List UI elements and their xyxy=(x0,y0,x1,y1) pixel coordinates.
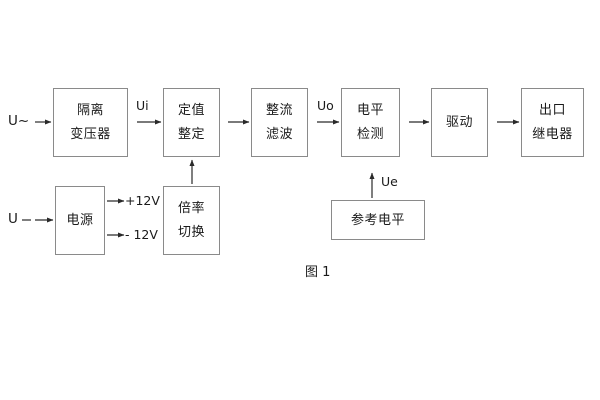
label-negative-12v: - 12V xyxy=(125,227,158,242)
label-ue: Ue xyxy=(381,174,398,189)
block-isolation-transformer: 隔离 变压器 xyxy=(53,88,128,157)
label-input-ac: U~ xyxy=(8,113,30,129)
block-power-supply: 电源 xyxy=(55,186,105,255)
block-output-relay: 出口 继电器 xyxy=(521,88,584,157)
block-ratio-switch: 倍率 切换 xyxy=(163,186,220,255)
block-label-line: 隔离 xyxy=(76,103,104,118)
block-reference-level: 参考电平 xyxy=(331,200,425,240)
block-label-line: 定值 xyxy=(177,103,205,118)
block-label-line: 切换 xyxy=(177,225,205,240)
block-label-line: 整流 xyxy=(265,103,293,118)
block-label-line: 整定 xyxy=(177,127,205,142)
block-level-detect: 电平 检测 xyxy=(341,88,400,157)
block-label-line: 检测 xyxy=(356,127,384,142)
label-positive-12v: +12V xyxy=(125,193,160,208)
block-label-line: 电平 xyxy=(356,103,384,118)
block-label-line: 继电器 xyxy=(532,127,573,142)
label-ui: Ui xyxy=(136,98,149,113)
block-label-line: 倍率 xyxy=(177,201,205,216)
figure-caption: 图 1 xyxy=(305,265,331,280)
block-label-line: 变压器 xyxy=(70,127,111,142)
block-setting-value: 定值 整定 xyxy=(163,88,220,157)
block-rectify-filter: 整流 滤波 xyxy=(251,88,308,157)
block-label-line: 参考电平 xyxy=(350,212,405,228)
block-label-line: 滤波 xyxy=(265,127,293,142)
block-label-line: 出口 xyxy=(538,103,566,118)
block-drive: 驱动 xyxy=(431,88,488,157)
block-label-line: 驱动 xyxy=(445,115,473,130)
label-input-dc: U xyxy=(8,211,18,227)
label-uo: Uo xyxy=(317,98,334,113)
block-label-line: 电源 xyxy=(66,213,94,228)
